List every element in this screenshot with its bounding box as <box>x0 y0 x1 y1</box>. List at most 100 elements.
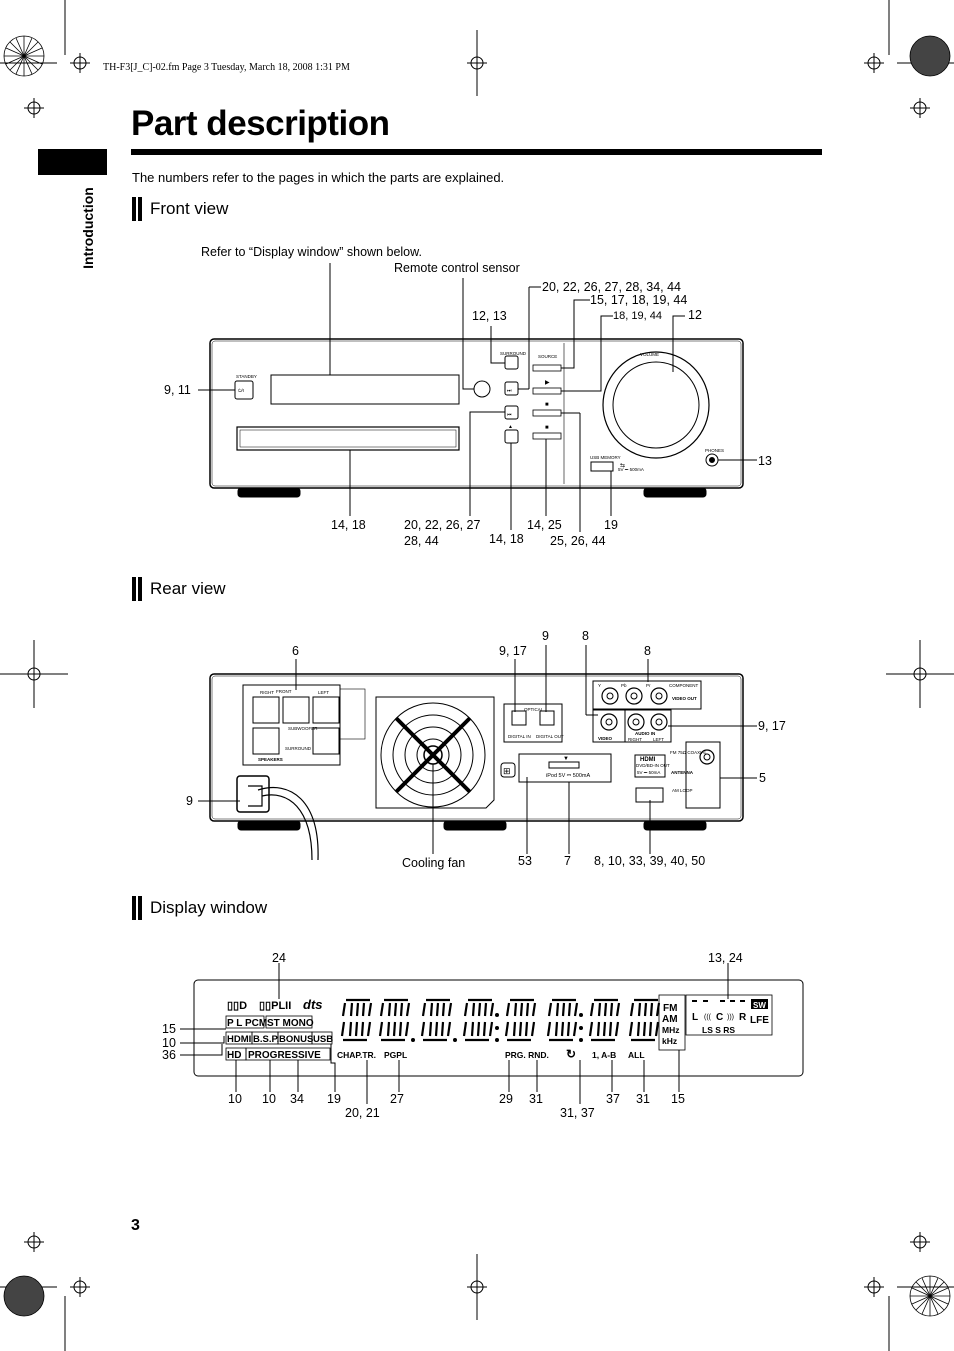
ind-fm: FM <box>663 1003 677 1014</box>
ind-chap-tr: CHAP.TR. <box>337 1050 376 1060</box>
rear-audio-in-label: AUDIO IN <box>635 731 655 736</box>
speaker-wave-icon: ((( <box>704 1014 712 1021</box>
rear-hdmi-label: HDMI <box>640 757 656 763</box>
callout-display-ref: Refer to “Display window” shown below. <box>201 245 422 259</box>
ind-l: L <box>692 1012 698 1023</box>
callout-stop: 14, 25 <box>527 518 562 532</box>
reg-target-12 <box>864 1277 884 1297</box>
ind-hdmi: HDMI <box>227 1034 251 1045</box>
callout-dock: 53 <box>518 854 532 868</box>
dcallout-b29: 29 <box>499 1092 513 1106</box>
rear-right-label: RIGHT <box>260 690 274 695</box>
file-header: TH-F3[J_C]-02.fm Page 3 Tuesday, March 1… <box>103 62 350 73</box>
dcallout-b37: 37 <box>606 1092 620 1106</box>
dcallout-b15: 15 <box>671 1092 685 1106</box>
stop-icon-2: ■ <box>545 425 549 431</box>
phones-label: PHONES <box>705 448 724 453</box>
usb-icon: ⇆ <box>620 462 625 469</box>
rear-video-out-label: VIDEO OUT <box>672 696 697 701</box>
intro-text: The numbers refer to the pages in which … <box>132 170 505 185</box>
section-tab-block <box>38 149 107 175</box>
front-view-diagram: STANDBY ⏻/I SURROUND SOURCE VOLUME USB M… <box>164 245 772 548</box>
play-icon: ▶ <box>545 380 550 386</box>
callout-component: 8 <box>644 644 651 658</box>
dock-arrow-icon: ▼ <box>563 756 569 762</box>
rear-y-label: Y <box>598 683 601 688</box>
rear-component-label: COMPONENT <box>669 683 699 688</box>
ind-r: R <box>739 1012 747 1023</box>
ind-pgpl: PGPL <box>384 1050 407 1060</box>
dcallout-b31b: 31 <box>636 1092 650 1106</box>
ind-bsp: B.S.P. <box>253 1034 279 1045</box>
front-view-heading: Front view <box>132 197 228 221</box>
callout-eject: 14, 18 <box>489 532 524 546</box>
reg-target-9 <box>910 1232 930 1252</box>
rear-ipod-label: iPod 5V ⎓ 500mA <box>546 773 590 779</box>
callout-fan: Cooling fan <box>402 856 465 870</box>
display-window-heading: Display window <box>132 896 267 920</box>
rear-hdmi-rating-label: 5V ⎓ 50mA <box>637 770 660 775</box>
rear-digital-in-label: DIGITAL IN <box>508 734 531 739</box>
callout-phones: 13 <box>758 454 772 468</box>
ind-dts: dts <box>303 997 323 1012</box>
dcallout-36: 36 <box>162 1048 176 1062</box>
repeat-icon: ↻ <box>566 1047 576 1061</box>
dcallout-b34: 34 <box>290 1092 304 1106</box>
standby-symbol: ⏻/I <box>238 388 244 393</box>
rear-left-label: LEFT <box>318 690 329 695</box>
rear-pb-label: Pb <box>621 683 627 688</box>
rear-view-heading: Rear view <box>132 577 226 601</box>
ind-hd: HD <box>227 1050 241 1061</box>
ind-pl-pcm: P L PCM <box>227 1018 267 1029</box>
page-number: 3 <box>131 1217 140 1234</box>
callout-ipod: 7 <box>564 854 571 868</box>
usb-rating-label: 5V ⎓ 500mA <box>618 467 644 472</box>
speaker-wave-icon-2: ))) <box>727 1014 734 1021</box>
dcallout-15: 15 <box>162 1022 176 1036</box>
rear-video-label: VIDEO <box>598 736 613 741</box>
ind-prg-rnd: PRG. RND. <box>505 1050 549 1060</box>
callout-optical-out: 9 <box>542 629 549 643</box>
callout-speakers: 6 <box>292 644 299 658</box>
dcallout-b27: 27 <box>390 1092 404 1106</box>
callout-antenna: 5 <box>759 771 766 785</box>
dcallout-24: 24 <box>272 951 286 965</box>
callout-usb: 19 <box>604 518 618 532</box>
dcallout-b10a: 10 <box>228 1092 242 1106</box>
ind-st-mono: ST MONO <box>267 1018 314 1029</box>
ind-dolby: ▯▯D <box>227 1000 247 1012</box>
page-title: Part description <box>131 104 390 143</box>
rear-pr-label: Pr <box>646 683 651 688</box>
rear-view-diagram: FRONT SUBWOOFER SURROUND RIGHT LEFT SPEA… <box>186 629 786 870</box>
callout-remote-sensor: Remote control sensor <box>394 261 520 275</box>
callout-standby: 9, 11 <box>164 383 191 397</box>
eject-icon: ▲ <box>508 424 513 430</box>
callout-prev-a: 20, 22, 26, 27 <box>404 518 481 532</box>
reg-target-4 <box>24 98 44 118</box>
callout-top1: 20, 22, 26, 27, 28, 34, 44 <box>542 280 681 294</box>
dcallout-13-24: 13, 24 <box>708 951 743 965</box>
ind-khz: kHz <box>662 1036 677 1046</box>
reg-target-1 <box>70 53 90 73</box>
stop-icon-1: ■ <box>545 402 549 408</box>
ind-all: ALL <box>628 1050 645 1060</box>
callout-top2: 15, 17, 18, 19, 44 <box>590 293 687 307</box>
ind-c: C <box>716 1012 723 1023</box>
rear-antenna-label: ANTENNA <box>671 770 694 775</box>
ind-ls-s-rs: LS S RS <box>702 1025 735 1035</box>
reg-target-10 <box>70 1277 90 1297</box>
source-label: SOURCE <box>538 354 557 359</box>
ind-usb: USB <box>313 1034 333 1045</box>
callout-hdmi: 8, 10, 33, 39, 40, 50 <box>594 854 705 868</box>
ind-bonus: BONUS <box>279 1034 313 1045</box>
ind-repeat-mode: 1, A-B <box>592 1050 616 1060</box>
rear-speakers-label: SPEAKERS <box>258 757 283 762</box>
rear-optical-label: OPTICAL <box>524 707 544 712</box>
dcallout-10: 10 <box>162 1036 176 1050</box>
rear-audio-left-label: LEFT <box>653 737 664 742</box>
callout-power: 9 <box>186 794 193 808</box>
dcallout-b31a: 31 <box>529 1092 543 1106</box>
ind-mhz: MHz <box>662 1025 679 1035</box>
segment-digits <box>340 998 661 1042</box>
